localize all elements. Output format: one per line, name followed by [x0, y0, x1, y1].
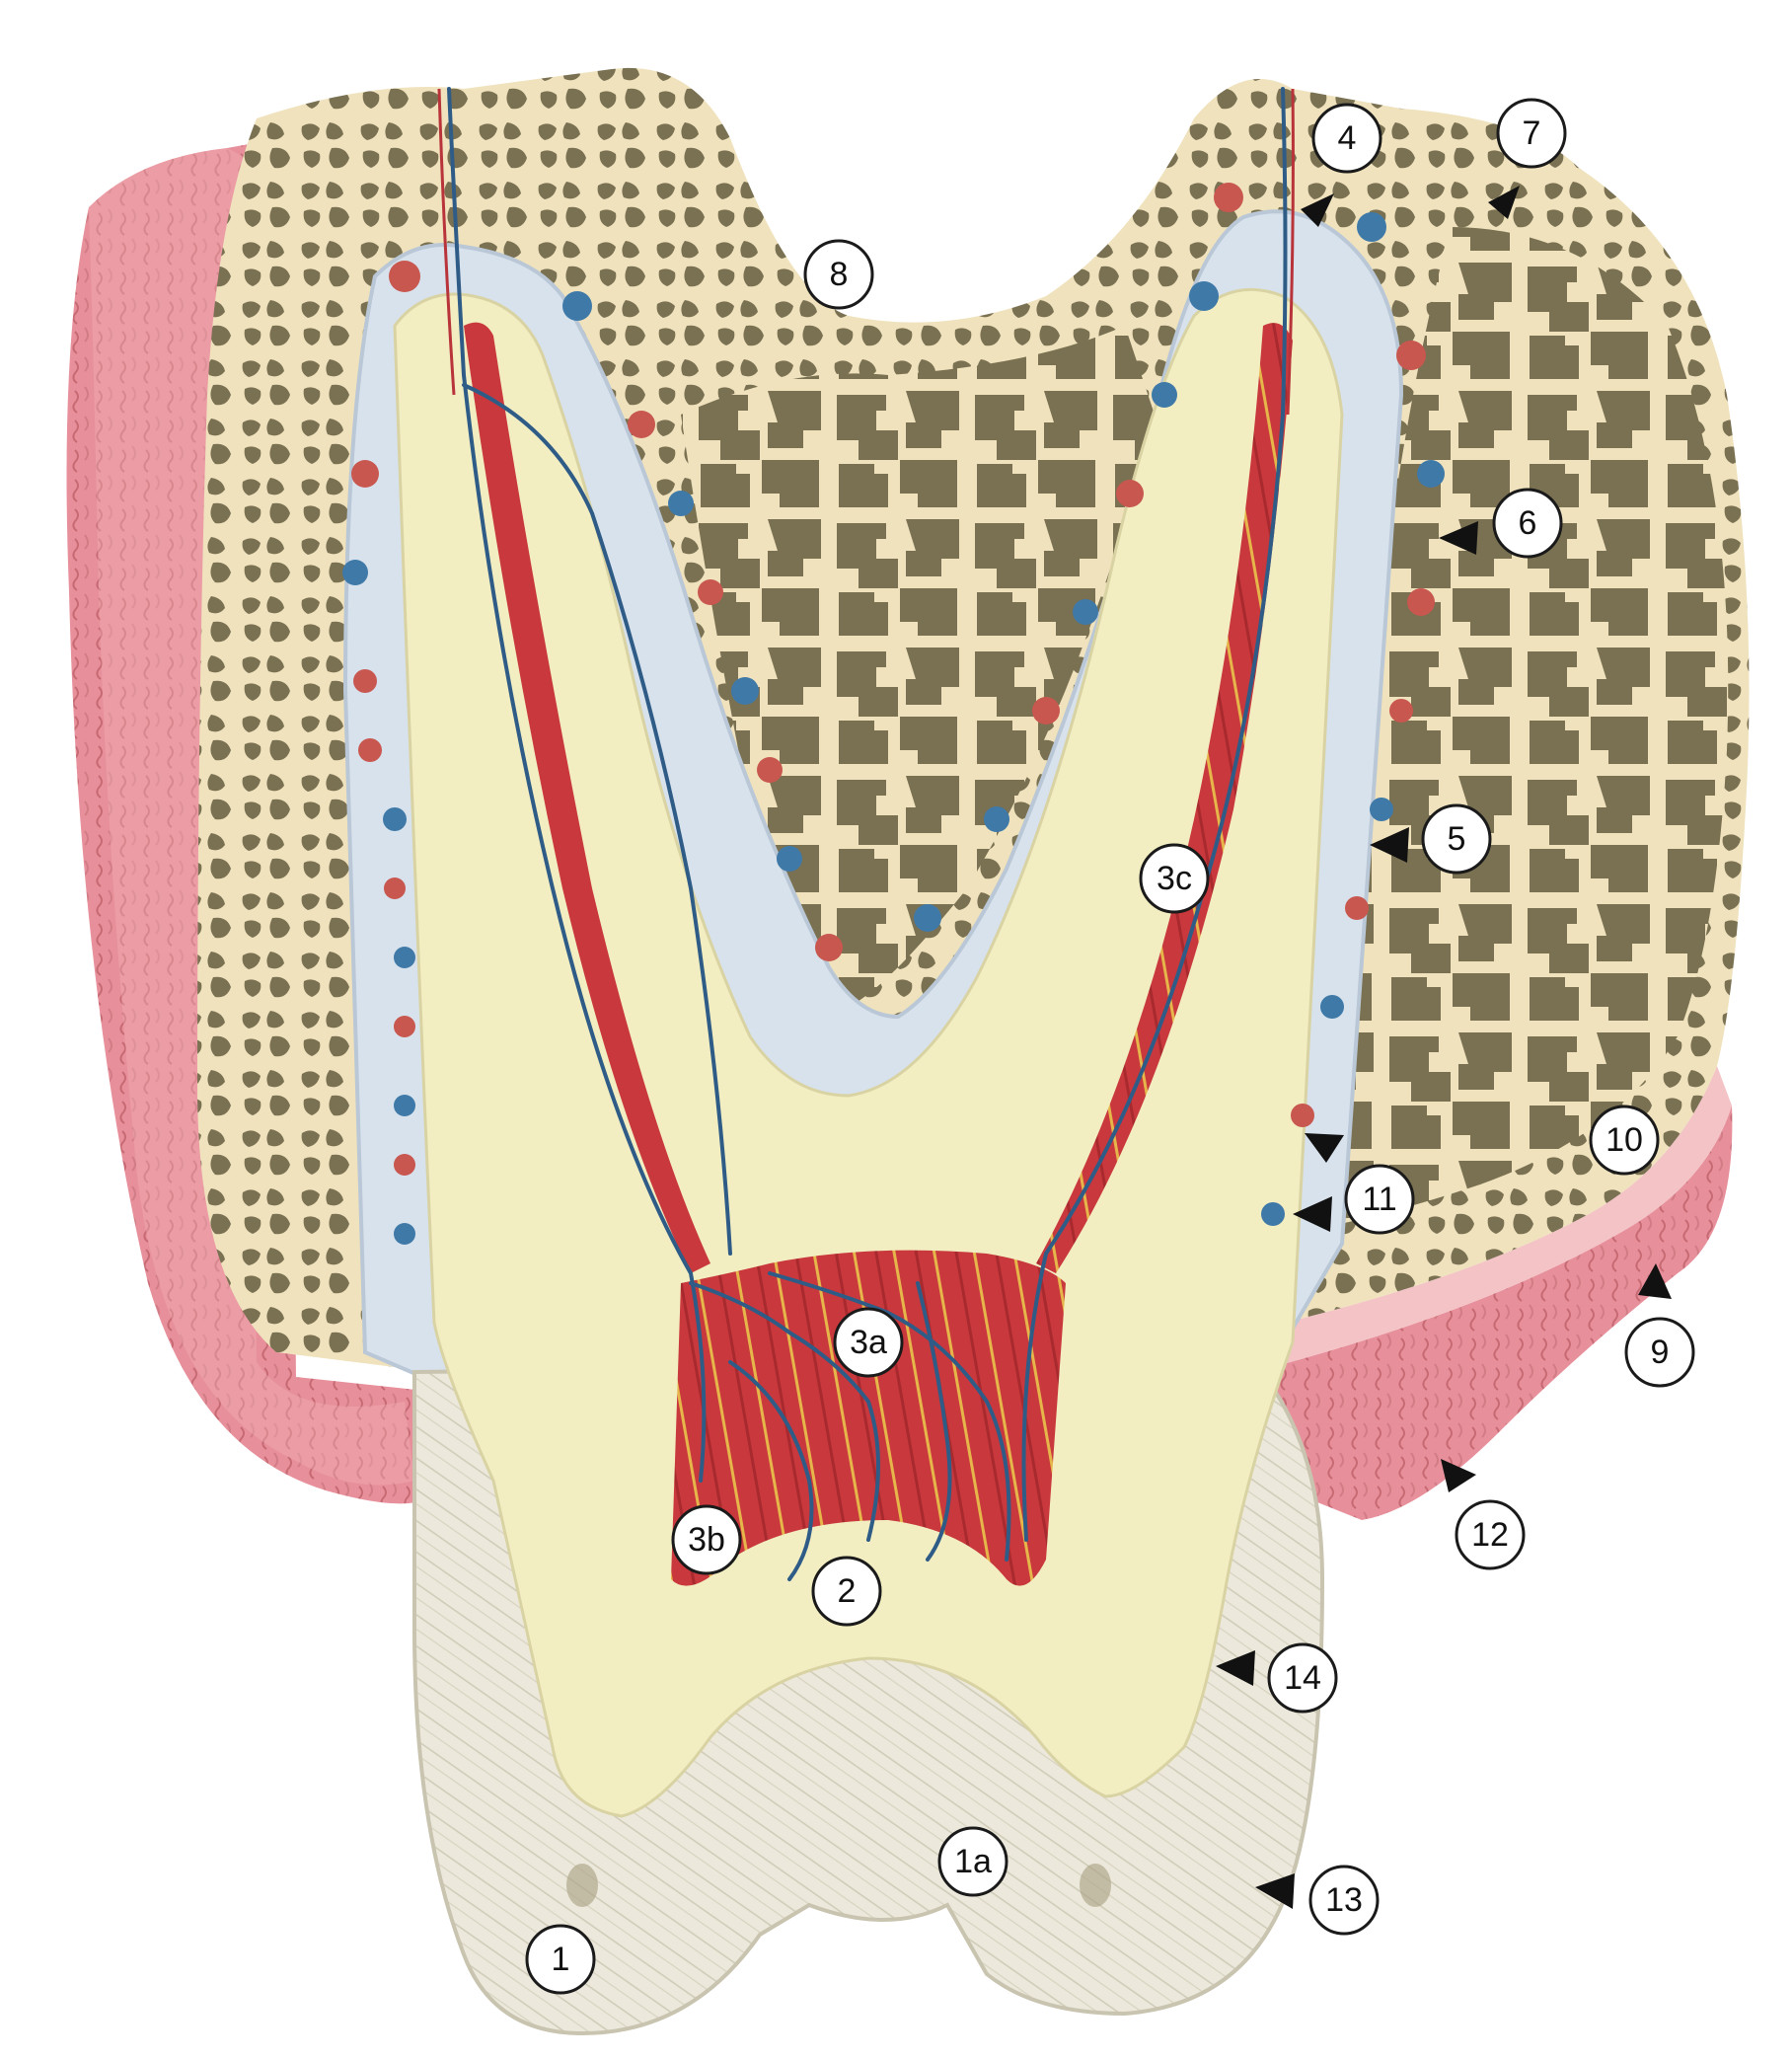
callout-label: 13	[1325, 1881, 1363, 1919]
callout-label: 9	[1651, 1334, 1670, 1371]
callout-9: 9	[1624, 1317, 1695, 1388]
arrow-14	[1216, 1650, 1255, 1686]
callout-circle	[1311, 103, 1382, 174]
root-canal-distal	[1036, 323, 1293, 1274]
callout-12: 12	[1455, 1499, 1526, 1570]
callout-label: 3b	[688, 1521, 725, 1559]
callout-label: 5	[1448, 820, 1466, 858]
callout-3a: 3a	[833, 1307, 904, 1378]
callout-10: 10	[1589, 1105, 1660, 1176]
callout-label: 1a	[954, 1843, 992, 1880]
callout-5: 5	[1421, 803, 1492, 875]
callout-circle	[1496, 98, 1567, 169]
callout-13: 13	[1308, 1865, 1380, 1936]
callout-label: 12	[1471, 1516, 1509, 1554]
callout-circle	[1344, 1164, 1415, 1235]
pointer-arrows	[1216, 186, 1672, 1909]
callout-14: 14	[1267, 1642, 1338, 1714]
callout-label: 3a	[850, 1324, 887, 1361]
callout-circle	[1455, 1499, 1526, 1570]
callout-label: 11	[1362, 1181, 1396, 1218]
callout-2: 2	[811, 1556, 882, 1627]
callout-circle	[1139, 843, 1210, 914]
callout-circle	[1492, 488, 1563, 559]
callout-6: 6	[1492, 488, 1563, 559]
callout-circle	[833, 1307, 904, 1378]
callout-label: 1	[552, 1941, 570, 1978]
arrow-9	[1638, 1263, 1672, 1299]
arrow-11a	[1305, 1133, 1344, 1163]
callout-circle	[803, 239, 874, 310]
arrow-5	[1370, 827, 1409, 863]
arrow-12	[1441, 1459, 1476, 1492]
cancellous-marrow-center	[681, 326, 1155, 1007]
pulp-vessels	[447, 87, 1288, 1581]
root-canal-mesial	[464, 322, 710, 1274]
callout-3c: 3c	[1139, 843, 1210, 914]
callout-4: 4	[1311, 103, 1382, 174]
callout-circle	[671, 1504, 742, 1575]
callout-label: 3c	[1157, 860, 1192, 897]
callout-3b: 3b	[671, 1504, 742, 1575]
callout-circle	[1624, 1317, 1695, 1388]
callout-label: 7	[1523, 114, 1541, 152]
callout-label: 8	[830, 256, 849, 293]
callout-circle	[1308, 1865, 1380, 1936]
arrow-11b	[1293, 1196, 1332, 1232]
arrow-4	[1301, 193, 1334, 227]
ligament-vessels	[342, 183, 1445, 1245]
arrow-13	[1255, 1873, 1295, 1909]
callout-circle	[1589, 1105, 1660, 1176]
callout-1: 1	[525, 1924, 596, 1995]
arrow-7	[1488, 186, 1520, 219]
cancellous-marrow-right	[1283, 227, 1729, 1234]
dentin	[393, 287, 1344, 1818]
enamel-grooves	[566, 1864, 1111, 1907]
callout-circle	[1267, 1642, 1338, 1714]
pulp-chamber	[671, 1250, 1066, 1586]
pulp-arteries	[437, 88, 1295, 416]
callout-circle	[1421, 803, 1492, 875]
arrow-6	[1439, 521, 1478, 555]
callout-circle	[811, 1556, 882, 1627]
callout-label: 2	[838, 1572, 857, 1610]
callout-label: 10	[1605, 1121, 1643, 1159]
gingiva-right	[1253, 1106, 1733, 1520]
callout-1a: 1a	[937, 1826, 1008, 1897]
callout-8: 8	[803, 239, 874, 310]
callout-11: 11	[1344, 1164, 1415, 1235]
callout-7: 7	[1496, 98, 1567, 169]
callout-label: 6	[1519, 504, 1537, 542]
callout-label: 4	[1338, 119, 1357, 157]
callout-circle	[937, 1826, 1008, 1897]
callout-label: 14	[1284, 1659, 1321, 1697]
callout-circle	[525, 1924, 596, 1995]
